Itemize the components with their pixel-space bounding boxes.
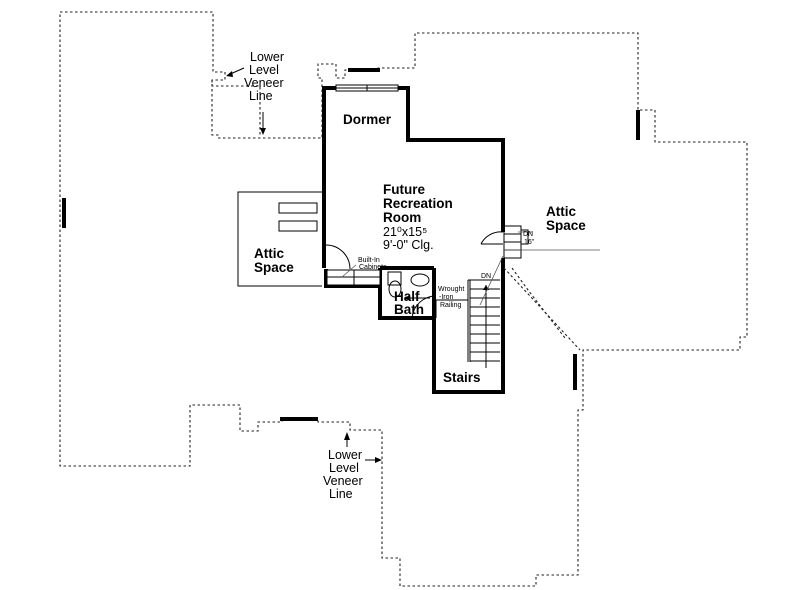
label-dormer: Dormer <box>343 112 392 127</box>
cabinet-door-swing <box>325 244 351 270</box>
label-railing-3: Railing <box>440 302 462 309</box>
interior-walls <box>322 86 505 394</box>
label-attic-right-1: Attic <box>546 204 576 219</box>
label-room-dimensions: 21⁰x15⁵ <box>383 225 427 239</box>
label-dn-right: DN <box>523 231 533 238</box>
label-veneer-bottom-1: Lower <box>328 448 362 462</box>
bath-door-swing <box>411 295 437 319</box>
label-veneer-top-3: Veneer <box>244 76 284 90</box>
label-veneer-bottom-3: Veneer <box>323 474 363 488</box>
label-half-bath-2: Bath <box>394 302 424 317</box>
label-builtin-1: Built-In <box>358 257 380 264</box>
right-door <box>480 225 600 259</box>
dormer-window <box>335 84 399 92</box>
label-builtin-2: Cabinets <box>359 264 387 271</box>
label-veneer-top-1: Lower <box>250 50 284 64</box>
label-ceiling-height: 9'-0" Clg. <box>383 238 434 252</box>
label-stairs: Stairs <box>443 370 481 385</box>
label-dn-right-height: 16" <box>524 239 535 246</box>
label-half-bath-1: Half <box>394 289 420 304</box>
staircase <box>435 255 504 368</box>
toilet <box>388 280 402 298</box>
attic-vent-bottom <box>278 220 318 232</box>
veneer-arrows <box>226 67 430 463</box>
label-veneer-top-4: Line <box>249 89 273 103</box>
right-door-swing <box>480 231 504 245</box>
label-veneer-top-2: Level <box>249 63 279 77</box>
label-dn-stairs: DN <box>481 273 491 280</box>
toilet-tank <box>387 271 402 286</box>
built-in-cabinets <box>325 244 381 286</box>
roof-hip-lines <box>503 267 581 351</box>
label-veneer-bottom-4: Line <box>329 487 353 501</box>
sink <box>410 273 430 287</box>
half-bath-fixtures <box>387 271 437 319</box>
label-attic-right-2: Space <box>546 218 586 233</box>
label-recreation-2: Recreation <box>383 196 453 211</box>
label-recreation-3: Room <box>383 210 421 225</box>
roof-windows <box>62 68 640 421</box>
attic-left-area <box>237 191 322 287</box>
attic-vent-top <box>278 202 318 214</box>
label-attic-left-2: Space <box>254 260 294 275</box>
label-attic-left-1: Attic <box>254 246 284 261</box>
label-railing-1: Wrought <box>438 286 464 293</box>
label-recreation-1: Future <box>383 182 425 197</box>
label-railing-2: -Iron <box>439 294 454 301</box>
label-veneer-bottom-2: Level <box>329 461 359 475</box>
recreation-room-walls <box>322 86 505 268</box>
